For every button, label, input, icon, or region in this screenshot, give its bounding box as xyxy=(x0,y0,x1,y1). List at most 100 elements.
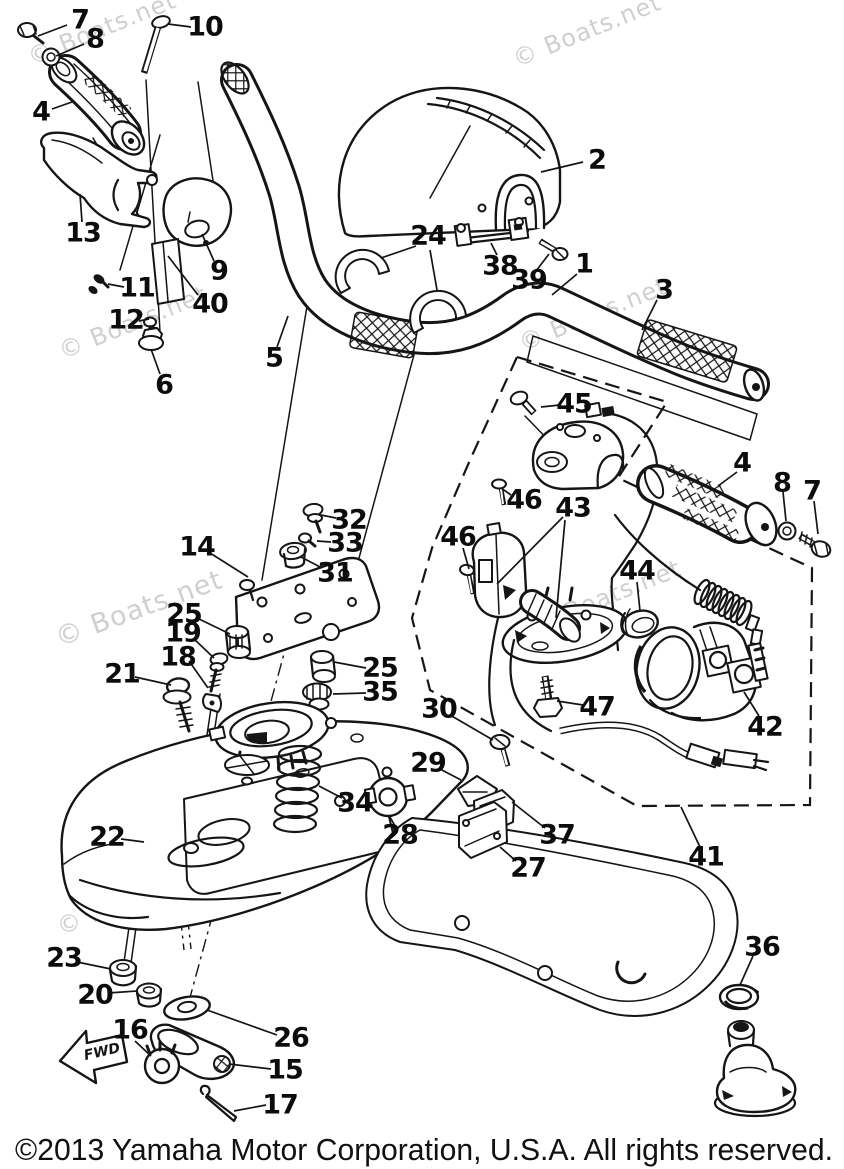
leader-line-43 xyxy=(555,519,566,619)
callout-44: 44 xyxy=(619,556,655,587)
callout-12: 12 xyxy=(108,305,144,336)
callout-8: 8 xyxy=(773,468,791,499)
callout-8: 8 xyxy=(86,24,104,55)
callout-30: 30 xyxy=(421,694,457,725)
callout-13: 13 xyxy=(65,218,101,249)
leader-line-17 xyxy=(233,1104,267,1112)
callout-11: 11 xyxy=(119,273,155,304)
callout-46: 46 xyxy=(506,485,542,516)
callout-34: 34 xyxy=(337,788,373,819)
leader-line-35 xyxy=(332,692,367,695)
callout-41: 41 xyxy=(688,842,724,873)
leader-line-25 xyxy=(196,617,231,635)
option-box xyxy=(410,355,814,808)
callout-33: 33 xyxy=(327,528,363,559)
callout-45: 45 xyxy=(556,389,592,420)
leader-line-9 xyxy=(201,233,215,262)
leader-line-38 xyxy=(490,242,498,256)
leader-line-24 xyxy=(380,245,417,259)
handlebar xyxy=(220,61,770,441)
callout-37: 37 xyxy=(539,820,575,851)
leader-line-36 xyxy=(739,955,754,986)
right-grip-assembly xyxy=(636,463,832,558)
leader-line-22 xyxy=(120,838,145,843)
cable-clamps xyxy=(363,734,515,859)
console-panel xyxy=(60,720,469,931)
callout-39: 39 xyxy=(511,265,547,296)
leader-line-28 xyxy=(389,816,396,827)
callout-47: 47 xyxy=(579,692,615,723)
leader-line-40 xyxy=(167,255,199,296)
callout-22: 22 xyxy=(89,822,125,853)
callout-46: 46 xyxy=(440,522,476,553)
callout-36: 36 xyxy=(744,932,780,963)
callout-20: 20 xyxy=(77,980,113,1011)
leader-line-42 xyxy=(743,691,760,717)
callout-16: 16 xyxy=(112,1015,148,1046)
left-grip-assembly xyxy=(17,15,233,351)
leader-line-41 xyxy=(680,806,701,848)
callout-23: 23 xyxy=(46,943,82,974)
hatch-panel xyxy=(365,817,739,1017)
leader-line-30 xyxy=(449,714,494,741)
handlebar-cover xyxy=(337,86,562,238)
callout-40: 40 xyxy=(192,289,228,320)
switch-bracket xyxy=(509,390,659,652)
leader-line-43 xyxy=(496,516,564,585)
leader-line-11 xyxy=(107,283,125,288)
leader-line-10 xyxy=(167,23,192,28)
watermark-text: © Boats.net xyxy=(509,0,665,73)
leader-line-29 xyxy=(439,768,462,781)
leader-line-25 xyxy=(333,661,367,669)
leader-line-4 xyxy=(717,471,738,487)
leader-line-15 xyxy=(228,1063,272,1070)
callout-3: 3 xyxy=(655,275,673,306)
callout-35: 35 xyxy=(362,677,398,708)
switch-housing xyxy=(459,478,770,772)
callout-10: 10 xyxy=(187,12,223,43)
callout-25: 25 xyxy=(362,653,398,684)
leader-line-45 xyxy=(540,404,561,408)
leader-line-21 xyxy=(134,676,172,686)
callout-17: 17 xyxy=(262,1090,298,1121)
callout-43: 43 xyxy=(555,493,591,524)
callout-42: 42 xyxy=(747,712,783,743)
callout-27: 27 xyxy=(510,853,546,884)
callout-38: 38 xyxy=(482,251,518,282)
leader-line-5 xyxy=(276,315,289,348)
callout-14: 14 xyxy=(179,532,215,563)
handlebar-clamps xyxy=(334,216,569,334)
leader-line-20 xyxy=(107,990,138,994)
callout-5: 5 xyxy=(265,343,283,374)
callout-9: 9 xyxy=(210,256,228,287)
callout-28: 28 xyxy=(382,820,418,851)
steering-column xyxy=(162,625,337,834)
leader-line-32 xyxy=(320,514,337,519)
callout-2: 2 xyxy=(588,145,606,176)
callout-6: 6 xyxy=(155,370,173,401)
leader-line-47 xyxy=(556,700,584,706)
leader-line-8 xyxy=(782,491,787,522)
leader-line-27 xyxy=(499,846,517,862)
leader-line-1 xyxy=(551,273,578,296)
callout-7: 7 xyxy=(71,5,89,36)
callout-4: 4 xyxy=(32,97,50,128)
leader-line-8 xyxy=(55,43,85,57)
copyright-text: ©2013 Yamaha Motor Corporation, U.S.A. A… xyxy=(15,1132,833,1167)
leader-line-19 xyxy=(193,638,215,659)
leader-line-44 xyxy=(636,581,641,612)
leader-line-26 xyxy=(206,1009,278,1036)
leader-line-14 xyxy=(209,552,249,578)
leader-line-2 xyxy=(540,161,584,173)
lanyard-switch xyxy=(613,513,769,722)
grommet-36 xyxy=(713,983,797,1118)
callout-18: 18 xyxy=(160,642,196,673)
bottom-hardware: FWD xyxy=(58,959,238,1123)
callout-4: 4 xyxy=(733,448,751,479)
leader-line-39 xyxy=(535,253,550,272)
leader-line-18 xyxy=(188,660,209,689)
callout-21: 21 xyxy=(104,659,140,690)
leader-line-33 xyxy=(316,540,332,543)
